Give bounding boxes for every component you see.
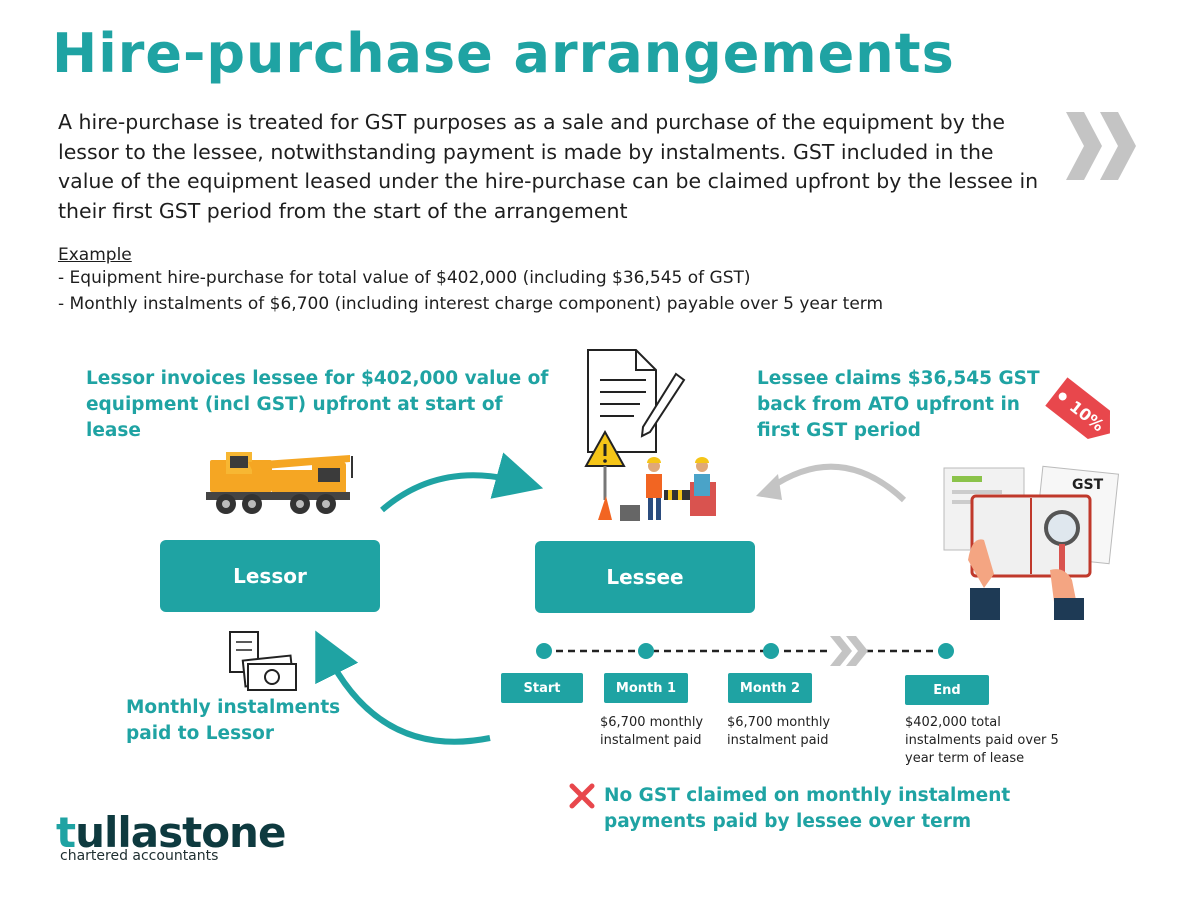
- gst-label: GST: [1072, 477, 1104, 493]
- arrow-instalments-to-lessor: [315, 630, 491, 745]
- timeline-month1-label: Month 1: [604, 673, 688, 703]
- arrow-ato-to-lessee-head: [756, 474, 782, 500]
- receipt-cash-icon: [229, 631, 297, 691]
- timeline: [536, 636, 954, 666]
- logo-accent: t: [56, 808, 76, 857]
- timeline-start-label: Start: [501, 673, 583, 703]
- contract-document-icon: [587, 349, 686, 453]
- timeline-dot: [536, 643, 552, 659]
- timeline-month2-desc: $6,700 monthly instalment paid: [727, 715, 831, 748]
- timeline-dot: [938, 643, 954, 659]
- timeline-month1-desc: $6,700 monthly instalment paid: [600, 715, 704, 748]
- crane-truck-icon: [206, 452, 353, 514]
- timeline-month2-label: Month 2: [728, 673, 812, 703]
- lessee-box: Lessee: [535, 541, 755, 613]
- timeline-dot: [763, 643, 779, 659]
- monthly-instalments-note: Monthly instalments paid to Lessor: [126, 697, 341, 744]
- construction-workers-icon: [620, 457, 716, 521]
- warning-sign-icon: [584, 429, 626, 520]
- arrow-ato-to-lessee: [768, 463, 907, 503]
- example-line: - Equipment hire-purchase for total valu…: [58, 268, 751, 288]
- timeline-end-desc: $402,000 total instalments paid over 5 y…: [905, 715, 1059, 766]
- gst-report-magnifier-icon: GST: [943, 465, 1120, 620]
- discount-tag-icon: 10%: [1045, 377, 1110, 439]
- lessee-claim-note: Lessee claims $36,545 GST back from ATO …: [757, 368, 1040, 441]
- logo-tagline: chartered accountants: [60, 848, 219, 864]
- arrow-lessor-to-lessee: [380, 452, 544, 513]
- tullastone-logo: tullastone: [56, 808, 286, 857]
- timeline-end-label: End: [905, 675, 989, 705]
- timeline-chevron-icon: [830, 636, 852, 666]
- logo-name: ullastone: [75, 808, 286, 857]
- timeline-dot: [638, 643, 654, 659]
- double-chevron-icon: [1066, 112, 1136, 180]
- intro-paragraph: A hire-purchase is treated for GST purpo…: [58, 110, 1039, 223]
- page-title: Hire-purchase arrangements: [52, 22, 955, 85]
- lessor-box: Lessor: [160, 540, 380, 612]
- lessor-invoice-note: Lessor invoices lessee for $402,000 valu…: [86, 368, 549, 441]
- no-gst-note: No GST claimed on monthly instalment pay…: [604, 785, 1011, 832]
- example-line: - Monthly instalments of $6,700 (includi…: [58, 294, 884, 314]
- example-heading: Example: [58, 245, 132, 265]
- cross-icon: [569, 783, 595, 809]
